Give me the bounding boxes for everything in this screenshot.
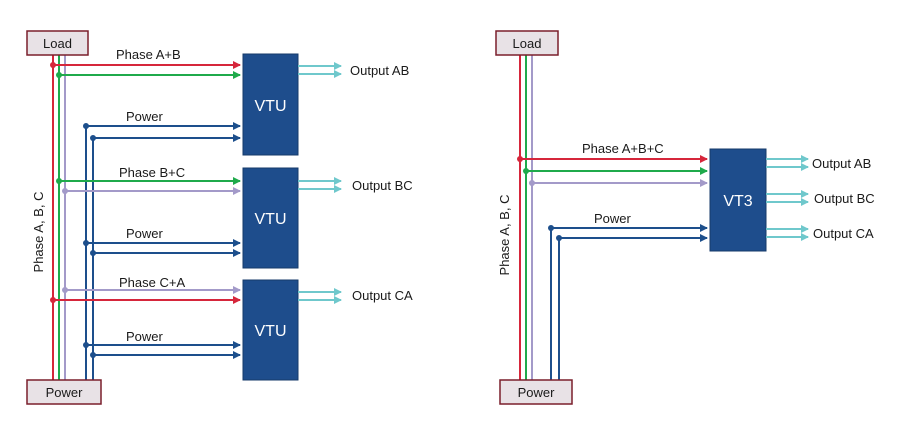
left-power-box: Power — [26, 379, 102, 405]
unit2-name: VTU — [255, 211, 287, 228]
unit2-junction-green — [56, 178, 62, 184]
unit3-block — [242, 279, 299, 381]
right-phase-label: Phase A, B, C — [497, 195, 512, 276]
unit2-power-junction-2 — [90, 250, 96, 256]
unit3-output-label: Output CA — [352, 288, 413, 303]
left-load-box: Load — [26, 30, 89, 56]
unit1-name: VTU — [255, 98, 287, 115]
left-unit-2: Phase B+C Power VTU Output BC — [56, 165, 413, 269]
left-power-box-label: Power — [46, 385, 84, 400]
unit3-junction-purple — [62, 287, 68, 293]
vt3-output-ab-label: Output AB — [812, 156, 871, 171]
vt3-junction-purple — [529, 180, 535, 186]
unit3-power-junction-2 — [90, 352, 96, 358]
right-power-box: Power — [499, 379, 573, 405]
vt3-name: VT3 — [723, 193, 752, 210]
unit1-junction-green — [56, 72, 62, 78]
unit2-power-label: Power — [126, 226, 164, 241]
unit1-output-label: Output AB — [350, 63, 409, 78]
unit2-block — [242, 167, 299, 269]
unit1-input-label: Phase A+B — [116, 47, 181, 62]
left-load-label: Load — [43, 36, 72, 51]
unit2-input-label: Phase B+C — [119, 165, 185, 180]
unit2-power-junction-1 — [83, 240, 89, 246]
unit3-input-label: Phase C+A — [119, 275, 185, 290]
unit1-junction-red — [50, 62, 56, 68]
vt3-junction-red — [517, 156, 523, 162]
vt3-power-junction-2 — [556, 235, 562, 241]
unit1-block — [242, 53, 299, 156]
vt3-power-label: Power — [594, 211, 632, 226]
unit1-power-label: Power — [126, 109, 164, 124]
left-unit-3: Phase C+A Power VTU Output CA — [50, 275, 413, 381]
unit2-junction-purple — [62, 188, 68, 194]
vt3-power-junction-1 — [548, 225, 554, 231]
left-power-risers — [85, 126, 94, 380]
unit3-junction-red — [50, 297, 56, 303]
right-power-box-label: Power — [518, 385, 556, 400]
right-bus-lines — [519, 55, 560, 380]
vt3-output-bc-label: Output BC — [814, 191, 875, 206]
left-phase-label: Phase A, B, C — [31, 192, 46, 273]
right-load-label: Load — [513, 36, 542, 51]
left-bus-lines — [52, 55, 66, 380]
vt3-output-ca-label: Output CA — [813, 226, 874, 241]
unit3-power-label: Power — [126, 329, 164, 344]
right-diagram: Phase A, B, C Load Power Phase A+B+C Pow… — [495, 30, 875, 405]
unit1-power-junction-1 — [83, 123, 89, 129]
unit1-power-junction-2 — [90, 135, 96, 141]
unit3-name: VTU — [255, 323, 287, 340]
vt3-block — [709, 148, 767, 252]
vt3-input-label: Phase A+B+C — [582, 141, 664, 156]
left-unit-1: Phase A+B Power VTU Output AB — [50, 47, 409, 156]
vt3-junction-green — [523, 168, 529, 174]
unit2-output-label: Output BC — [352, 178, 413, 193]
unit3-power-junction-1 — [83, 342, 89, 348]
left-diagram: Phase A, B, C Load Power Phase A+B Power… — [26, 30, 413, 405]
right-load-box: Load — [495, 30, 559, 56]
